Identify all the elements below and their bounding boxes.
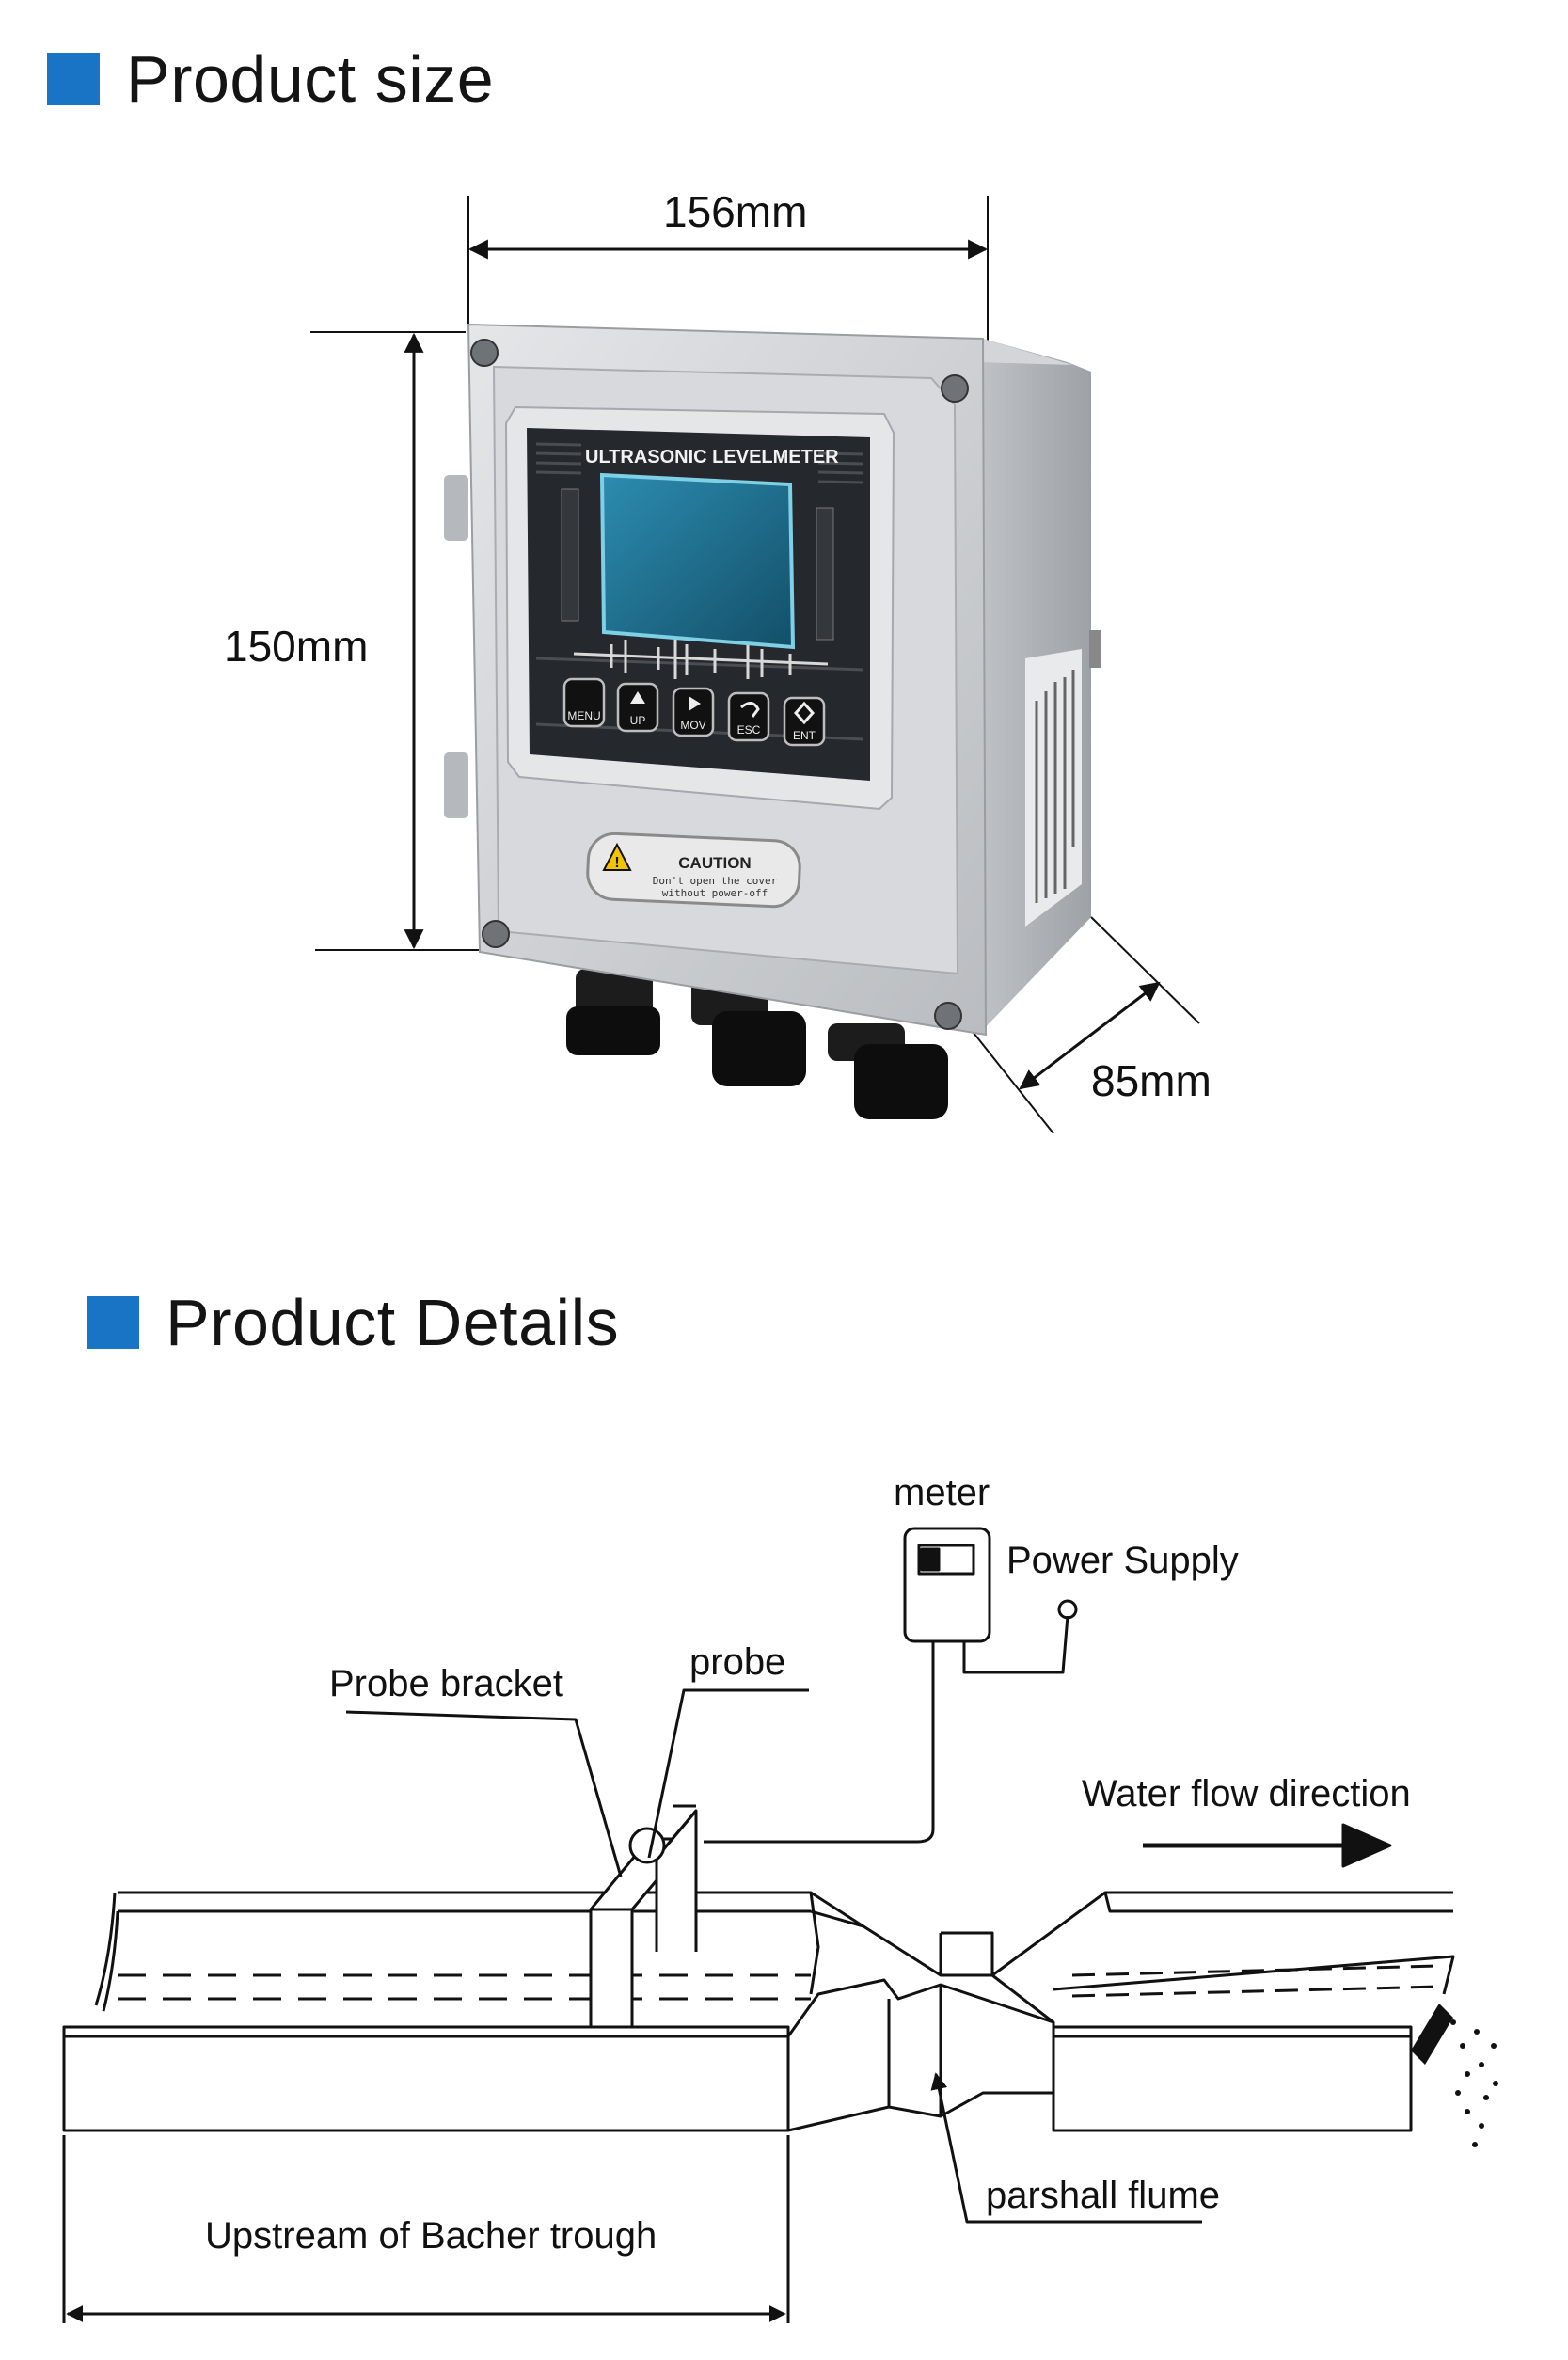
hinge-top xyxy=(444,475,468,541)
caution-line2: without power-off xyxy=(662,887,768,899)
probe-leader xyxy=(647,1688,809,1859)
power-plug xyxy=(1057,1599,1078,1620)
keypad: MENU UP MOV ESC ENT xyxy=(562,677,826,747)
caution-line1: Don't open the cover xyxy=(653,875,778,887)
side-bolt xyxy=(1089,630,1101,668)
flume-bottom xyxy=(787,2091,1053,2132)
side-label-sticker xyxy=(1025,649,1082,927)
depth-dimension xyxy=(973,916,1200,1134)
section-title-product-details: Product Details xyxy=(87,1285,619,1360)
downstream-block xyxy=(1052,2025,1413,2132)
section-title-text: Product Details xyxy=(166,1286,620,1359)
water-flow-label: Water flow direction xyxy=(1082,1773,1411,1814)
power-supply-label: Power Supply xyxy=(1006,1540,1239,1581)
svg-text:MENU: MENU xyxy=(567,709,600,722)
width-label: 156mm xyxy=(663,187,808,236)
product-size-illustration: ULTRASONIC LEVELMETER MENU UP MOV xyxy=(310,196,1200,1134)
meter-label: meter xyxy=(894,1472,990,1513)
button-menu[interactable]: MENU xyxy=(562,677,606,728)
meter-display-fill xyxy=(920,1547,941,1572)
lcd-screen xyxy=(599,472,796,650)
outflow-spray xyxy=(1450,2019,1498,2147)
svg-text:ESC: ESC xyxy=(737,723,761,737)
cable-glands xyxy=(566,969,948,1119)
svg-text:UP: UP xyxy=(630,714,646,727)
button-ent[interactable]: ENT xyxy=(783,696,826,747)
bracket-post xyxy=(589,1908,634,2029)
bracket-upright xyxy=(655,1809,698,1952)
bracket-arm xyxy=(589,1837,693,1911)
downstream-top xyxy=(1053,1955,1455,1995)
height-label: 150mm xyxy=(224,622,369,671)
power-cable xyxy=(962,1615,1069,1674)
meter-display xyxy=(917,1544,975,1576)
flow-arrow-head xyxy=(1341,1823,1392,1868)
bracket-leader xyxy=(345,1710,623,1877)
left-bar-gauge xyxy=(561,488,579,622)
hinge-bottom xyxy=(444,752,468,818)
svg-text:ENT: ENT xyxy=(793,729,816,742)
meter-box xyxy=(903,1527,991,1643)
upstream-label: Upstream of Bacher trough xyxy=(205,2215,657,2257)
height-dimension xyxy=(310,331,489,951)
caution-label: ! CAUTION Don't open the cover without p… xyxy=(586,832,801,909)
svg-text:MOV: MOV xyxy=(680,719,705,732)
probe-head xyxy=(628,1827,666,1864)
section-marker-square xyxy=(47,53,100,105)
button-esc[interactable]: ESC xyxy=(727,691,770,742)
section-title-product-size: Product size xyxy=(47,41,494,117)
button-mov[interactable]: MOV xyxy=(672,687,715,737)
button-up[interactable]: UP xyxy=(616,682,659,733)
waveform-graphic xyxy=(573,640,829,679)
screws xyxy=(470,339,969,1030)
left-channel-top xyxy=(118,1891,820,1995)
section-title-text: Product size xyxy=(126,42,495,116)
flume-outline-top xyxy=(810,1891,1453,1977)
warning-icon xyxy=(602,842,632,871)
parshall-flume-label: parshall flume xyxy=(986,2175,1221,2216)
flume-throat xyxy=(786,1978,1055,2041)
probe-bracket-label: Probe bracket xyxy=(329,1663,564,1704)
right-bar-gauge xyxy=(816,507,834,641)
svg-text:!: ! xyxy=(614,855,619,871)
outflow-lip xyxy=(1411,2004,1453,2065)
upstream-block xyxy=(62,2025,790,2132)
panel-title: ULTRASONIC LEVELMETER xyxy=(585,447,839,467)
section-marker-square xyxy=(87,1296,139,1349)
caution-title: CAUTION xyxy=(678,854,751,872)
depth-label: 85mm xyxy=(1091,1056,1212,1105)
probe-label: probe xyxy=(689,1641,786,1683)
